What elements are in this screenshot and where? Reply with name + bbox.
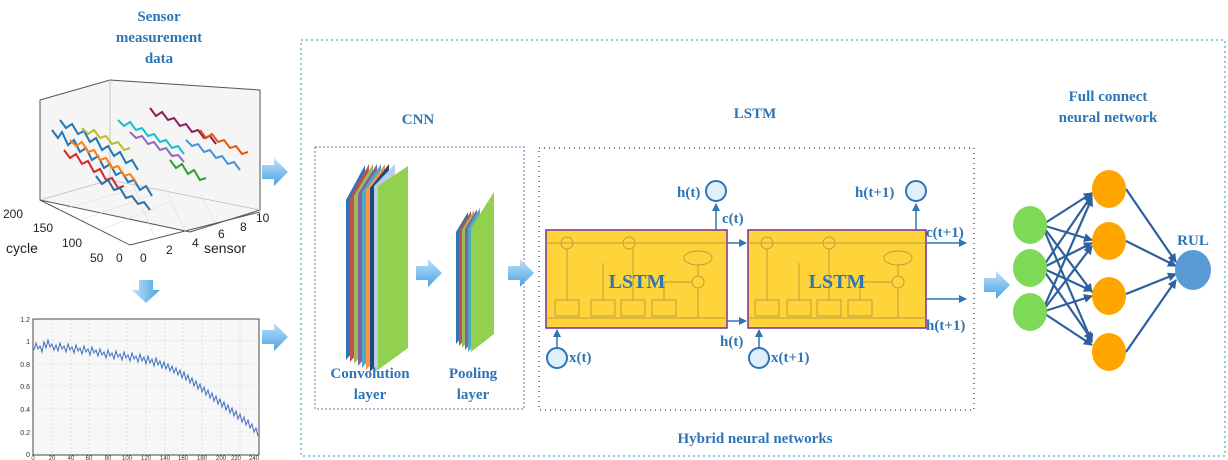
x-tick-180: 180 bbox=[197, 456, 208, 460]
x-t-node bbox=[546, 347, 568, 369]
conv-label-line1: Convolution bbox=[330, 366, 410, 382]
x-t1-label: x(t+1) bbox=[771, 350, 810, 366]
x-tick-240: 240 bbox=[249, 456, 260, 460]
arrow-right-icon-4 bbox=[508, 259, 534, 287]
rul-label: RUL bbox=[1177, 233, 1209, 249]
x-tick-20: 20 bbox=[49, 456, 56, 460]
y-tick-1.2: 1.2 bbox=[20, 317, 30, 324]
cycle-tick-150: 150 bbox=[33, 221, 53, 235]
h-t-label: h(t) bbox=[677, 185, 700, 201]
fc-connections bbox=[1040, 188, 1177, 353]
hidden-layer-nodes bbox=[1092, 170, 1126, 371]
h-t1-node bbox=[905, 180, 927, 202]
output-node bbox=[1175, 250, 1211, 290]
fc-title-line2: neural network bbox=[1059, 110, 1158, 126]
sensor-axis-label: sensor bbox=[204, 240, 246, 256]
c-t1-label: c(t+1) bbox=[926, 225, 964, 241]
input-layer-nodes bbox=[1013, 206, 1047, 331]
cnn-title: CNN bbox=[402, 112, 435, 128]
hybrid-label: Hybrid neural networks bbox=[677, 431, 832, 447]
x-tick-100: 100 bbox=[122, 456, 133, 460]
y-tick-1: 1 bbox=[26, 339, 30, 346]
cycle-axis-label: cycle bbox=[6, 240, 38, 256]
x-t1-node bbox=[748, 347, 770, 369]
x-tick-0: 0 bbox=[31, 456, 35, 460]
sensor-tick-4: 4 bbox=[192, 236, 199, 250]
sensor-tick-8: 8 bbox=[240, 220, 247, 234]
pool-label-line1: Pooling bbox=[449, 366, 498, 382]
y-tick-0.8: 0.8 bbox=[20, 362, 30, 369]
sensor-title-line3: data bbox=[145, 51, 174, 67]
x-tick-60: 60 bbox=[86, 456, 93, 460]
sensor-title-line2: measurement bbox=[116, 30, 202, 46]
pool-label-line2: layer bbox=[457, 387, 490, 403]
lstm-cell-2: LSTM bbox=[747, 229, 927, 329]
conv-label-line2: layer bbox=[354, 387, 387, 403]
health-curve bbox=[33, 338, 259, 437]
lstm-title: LSTM bbox=[734, 106, 777, 122]
x-tick-120: 120 bbox=[141, 456, 152, 460]
arrow-right-icon-1 bbox=[262, 158, 288, 186]
cycle-tick-200: 200 bbox=[3, 207, 23, 221]
h-t-mid-label: h(t) bbox=[720, 334, 743, 350]
h-t-node bbox=[705, 180, 727, 202]
sensor-title: Sensor measurement data bbox=[116, 9, 202, 67]
lstm-cell-2-label: LSTM bbox=[809, 271, 866, 293]
x-tick-220: 220 bbox=[231, 456, 242, 460]
h-t1-label: h(t+1) bbox=[855, 185, 894, 201]
sensor-3d-plot: 200 150 100 50 0 0 2 4 6 8 10 cycle sens… bbox=[3, 79, 270, 265]
lstm-connections bbox=[553, 203, 967, 348]
arrow-down-icon bbox=[132, 280, 160, 303]
lstm-cell-1-label: LSTM bbox=[609, 271, 666, 293]
hybrid-frame bbox=[300, 39, 1226, 457]
h-t1-right-label: h(t+1) bbox=[926, 318, 965, 334]
arrow-right-icon-2 bbox=[262, 323, 288, 351]
y-tick-0.4: 0.4 bbox=[20, 407, 30, 414]
y-tick-0.2: 0.2 bbox=[20, 430, 30, 437]
sensor-tick-0: 0 bbox=[140, 251, 147, 265]
x-tick-200: 200 bbox=[216, 456, 227, 460]
x-t-label: x(t) bbox=[569, 350, 592, 366]
pooling-layer-stack bbox=[456, 192, 494, 352]
x-tick-80: 80 bbox=[105, 456, 112, 460]
convolution-layer-stack bbox=[346, 164, 408, 374]
sensor-tick-6: 6 bbox=[218, 227, 225, 241]
cycle-tick-0: 0 bbox=[116, 251, 123, 265]
arrow-right-icon-3 bbox=[416, 259, 442, 287]
c-t-label: c(t) bbox=[722, 211, 744, 227]
fc-title-line1: Full connect bbox=[1069, 89, 1148, 105]
sensor-tick-2: 2 bbox=[166, 243, 173, 257]
y-tick-0.6: 0.6 bbox=[20, 384, 30, 391]
lstm-cell-1: LSTM bbox=[545, 229, 728, 329]
sensor-tick-10: 10 bbox=[256, 211, 270, 225]
cycle-tick-100: 100 bbox=[62, 236, 82, 250]
x-tick-140: 140 bbox=[160, 456, 171, 460]
x-tick-40: 40 bbox=[68, 456, 75, 460]
health-index-plot: 1.2 1 0.8 0.6 0.4 0.2 0 0 20 40 60 80 10… bbox=[20, 317, 259, 460]
x-tick-160: 160 bbox=[178, 456, 189, 460]
lstm-frame bbox=[538, 147, 975, 411]
sensor-title-line1: Sensor bbox=[137, 9, 181, 25]
cycle-tick-50: 50 bbox=[90, 251, 104, 265]
y-tick-0: 0 bbox=[26, 452, 30, 459]
arrow-right-icon-5 bbox=[984, 271, 1010, 299]
